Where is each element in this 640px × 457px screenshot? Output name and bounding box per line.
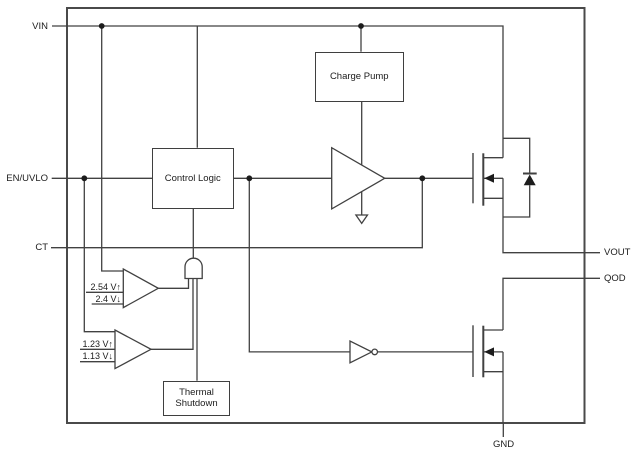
arrow-up-icon: ↑: [116, 281, 122, 292]
threshold-value-vin-rising: 2.54 V: [90, 281, 117, 292]
and-gate: [184, 257, 203, 280]
control-logic-label: Control Logic: [164, 172, 221, 184]
pin-label-qod: QOD: [604, 272, 626, 284]
body-diode: [523, 174, 536, 186]
threshold-value-vin-falling: 2.4 V: [95, 293, 117, 304]
junction-dot-en: [81, 175, 88, 182]
arrow-down-icon: ↓: [116, 293, 122, 304]
gate-driver-amplifier: [331, 146, 386, 211]
threshold-label-en-rising: 1.23 V↑: [52, 339, 113, 349]
junction-dot-gate-node: [419, 175, 426, 182]
ic-boundary: [66, 7, 586, 424]
charge-pump-block: Charge Pump: [315, 51, 404, 102]
wire-ct: [51, 178, 423, 249]
thermal-shutdown-label-line1: Thermal: [179, 387, 214, 399]
charge-pump-label: Charge Pump: [329, 71, 389, 83]
wire-vin-to-uvlo-comparator: [101, 26, 124, 272]
threshold-label-en-falling: 1.13 V↓: [52, 351, 113, 361]
threshold-label-vin-falling: 2.4 V↓: [60, 294, 121, 304]
thermal-shutdown-block: Thermal Shutdown: [163, 380, 230, 416]
thermal-shutdown-label-line2: Shutdown: [175, 398, 218, 410]
threshold-value-en-falling: 1.13 V: [82, 351, 109, 362]
inverter-bubble: [371, 348, 379, 356]
wire-uvlo-comp-to-and: [158, 278, 190, 289]
pin-label-vout: VOUT: [604, 247, 631, 259]
wire-vout: [502, 178, 600, 254]
wire-qod: [502, 277, 600, 330]
pin-label-en-uvlo: EN/UVLO: [6, 173, 48, 184]
arrow-up-icon: ↑: [108, 338, 114, 349]
ground-symbol: [354, 214, 369, 225]
threshold-value-en-rising: 1.23 V: [82, 338, 109, 349]
wire-en-comp-to-and: [151, 278, 194, 350]
pin-label-vin: VIN: [32, 20, 48, 32]
en-comparator: [114, 328, 153, 370]
threshold-label-vin-rising: 2.54 V↑: [60, 282, 121, 292]
wire-en-to-comparator: [83, 178, 115, 333]
junction-dot-vin-uvlo: [98, 23, 105, 29]
wire-diode-anode: [503, 185, 531, 218]
junction-dot-driver-input: [246, 175, 253, 182]
wire-vin-rail: [52, 25, 504, 158]
junction-dot-vin-chargepump: [358, 23, 364, 29]
uvlo-comparator: [122, 267, 160, 309]
arrow-down-icon: ↓: [108, 351, 114, 362]
pin-label-ct: CT: [35, 242, 48, 254]
inverter: [349, 339, 374, 364]
wire-to-inverter: [248, 178, 350, 353]
control-logic-block: Control Logic: [152, 147, 234, 209]
wires: [51, 25, 600, 437]
main-fet-arrow: [484, 173, 494, 183]
qod-fet-arrow: [484, 347, 494, 357]
pin-label-gnd: GND: [492, 439, 515, 450]
wire-diode-cathode: [503, 137, 531, 174]
